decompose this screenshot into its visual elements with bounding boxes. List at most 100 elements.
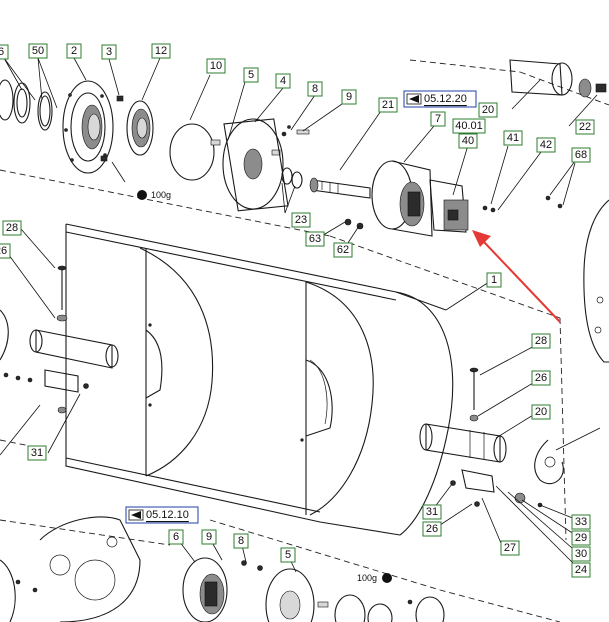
reference-label: 05.12.10 — [146, 509, 189, 521]
callout-40-01: 40.01 — [452, 118, 486, 134]
highlight-arrow — [472, 230, 561, 323]
callout-label: 1 — [491, 274, 497, 286]
callout-label: 6 — [0, 46, 4, 58]
callout-50: 50 — [28, 43, 48, 59]
callout-42: 42 — [536, 137, 556, 153]
callout-22: 22 — [575, 119, 595, 135]
reference-label: 05.12.20 — [424, 93, 467, 105]
reference-link-05-12-20[interactable]: 05.12.20 — [403, 90, 477, 108]
callout-label: 8 — [238, 535, 244, 547]
right-bracket-plate — [583, 199, 609, 363]
callout-label: 6 — [173, 531, 179, 543]
callout-62: 62 — [333, 242, 353, 258]
bottom-motor-assembly — [182, 557, 445, 622]
callout-label: 20 — [535, 406, 547, 418]
callout-3: 3 — [101, 44, 117, 60]
callout-1: 1 — [486, 272, 502, 288]
callout-label: 22 — [579, 121, 591, 133]
callout-label: 41 — [507, 132, 519, 144]
reference-link-05-12-10[interactable]: 05.12.10 — [125, 506, 199, 524]
callout-label: 5 — [285, 549, 291, 561]
callout-20a: 20 — [478, 102, 498, 118]
grease-note-1: 100g — [137, 190, 171, 200]
callout-label: 8 — [312, 83, 318, 95]
callout-label: 9 — [346, 91, 352, 103]
callout-12: 12 — [151, 43, 171, 59]
callout-label: 26 — [426, 523, 438, 535]
callout-label: 68 — [575, 149, 587, 161]
callout-label: 21 — [382, 99, 394, 111]
callout-label: 26 — [0, 245, 7, 257]
callout-4: 4 — [275, 73, 291, 89]
callout-28b: 28 — [531, 333, 551, 349]
bottom-left-plate — [0, 516, 141, 622]
leader-lines — [0, 57, 601, 573]
callout-33: 33 — [571, 514, 591, 530]
callout-label: 33 — [575, 516, 587, 528]
callout-28a: 28 — [2, 220, 22, 236]
callout-label: 50 — [32, 45, 44, 57]
callout-label: 42 — [540, 139, 552, 151]
callout-label: 27 — [504, 542, 516, 554]
callout-23: 23 — [291, 212, 311, 228]
callout-label: 20 — [482, 104, 494, 116]
callout-6a: 6 — [0, 44, 9, 60]
callout-8b: 8 — [233, 533, 249, 549]
callout-27: 27 — [500, 540, 520, 556]
callout-label: 24 — [575, 564, 587, 576]
left-axle — [0, 265, 119, 414]
callout-label: 9 — [206, 531, 212, 543]
callout-68: 68 — [571, 147, 591, 163]
callout-label: 5 — [248, 69, 254, 81]
callout-label: 28 — [6, 222, 18, 234]
grease-icon — [382, 573, 392, 583]
callout-63: 63 — [305, 231, 325, 247]
note-label: 100g — [357, 573, 377, 583]
callout-9b: 9 — [201, 529, 217, 545]
book-icon — [409, 95, 419, 103]
callout-label: 63 — [309, 233, 321, 245]
callout-10: 10 — [206, 58, 226, 74]
callout-29: 29 — [571, 530, 591, 546]
callout-5b: 5 — [280, 547, 296, 563]
callout-26b: 26 — [531, 370, 551, 386]
callout-30: 30 — [571, 546, 591, 562]
callout-26a: 26 — [0, 243, 11, 259]
callout-label: 12 — [155, 45, 167, 57]
callout-label: 31 — [31, 447, 43, 459]
callout-label: 7 — [435, 113, 441, 125]
callout-5a: 5 — [243, 67, 259, 83]
callout-label: 26 — [535, 372, 547, 384]
callout-label: 30 — [575, 548, 587, 560]
callout-label: 40 — [462, 135, 474, 147]
callout-40: 40 — [458, 133, 478, 149]
callout-7: 7 — [430, 111, 446, 127]
callout-label: 31 — [426, 506, 438, 518]
assembly-guide-lines — [0, 59, 609, 622]
callout-label: 10 — [210, 60, 222, 72]
callout-8a: 8 — [307, 81, 323, 97]
bearing-assembly-left — [0, 79, 310, 212]
callout-label: 62 — [337, 244, 349, 256]
callout-label: 23 — [295, 214, 307, 226]
callout-9a: 9 — [341, 89, 357, 105]
book-icon — [131, 511, 141, 519]
callout-41: 41 — [503, 130, 523, 146]
callout-26c: 26 — [422, 521, 442, 537]
callout-31b: 31 — [422, 504, 442, 520]
callout-31a: 31 — [27, 445, 47, 461]
note-label: 100g — [151, 190, 171, 200]
drum-body — [65, 223, 454, 536]
callout-2: 2 — [66, 43, 82, 59]
callout-label: 40.01 — [455, 120, 483, 132]
shaft-and-motor — [309, 160, 563, 237]
callout-6b: 6 — [168, 529, 184, 545]
callout-label: 2 — [71, 45, 77, 57]
callout-label: 4 — [280, 75, 286, 87]
callout-label: 3 — [106, 46, 112, 58]
grease-note-2: 100g — [357, 573, 392, 583]
callout-label: 29 — [575, 532, 587, 544]
callout-24: 24 — [571, 562, 591, 578]
right-axle — [419, 367, 564, 508]
